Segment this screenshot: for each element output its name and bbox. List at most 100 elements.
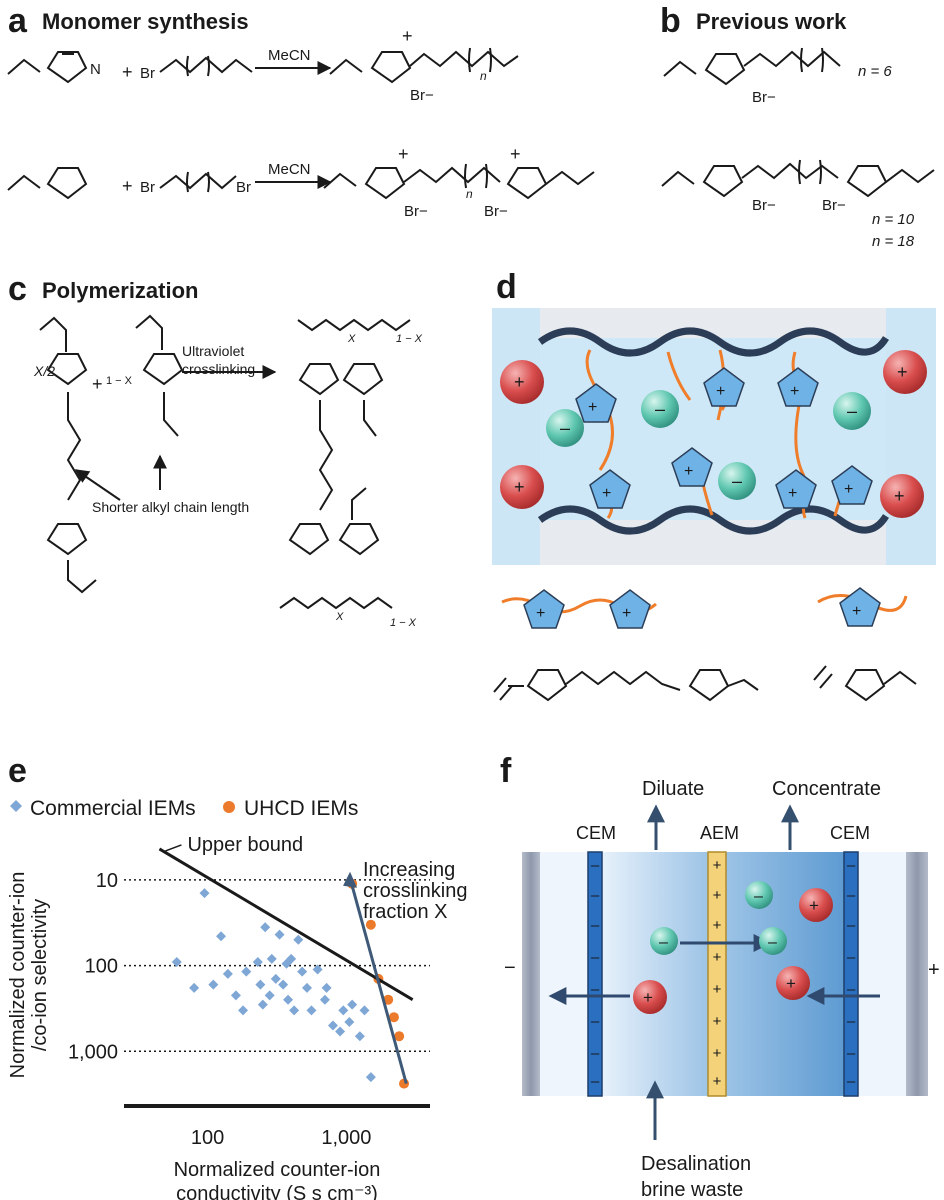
commercial-iem-point	[278, 979, 289, 990]
br-label-3: Br	[236, 179, 251, 196]
fixed-charge-minus: –	[847, 1013, 856, 1030]
cation	[633, 980, 667, 1014]
cation-plus-2: +	[398, 144, 409, 164]
brine-label-1: Desalination	[641, 1153, 751, 1175]
x-half-label: X/2	[33, 363, 55, 379]
svg-text:–: –	[847, 401, 857, 421]
fixed-charge-plus: +	[713, 1045, 722, 1062]
commercial-iem-point	[274, 929, 285, 940]
cem-right-label: CEM	[830, 823, 870, 843]
fixed-charge-minus: –	[591, 1045, 600, 1062]
svg-text:+: +	[643, 988, 653, 1007]
legend-uhcd-marker	[223, 801, 235, 813]
panel-e-letter: e	[8, 752, 27, 790]
commercial-iem-point	[252, 957, 263, 968]
solvent-1: MeCN	[268, 47, 311, 64]
one-minus-x-top: 1 − X	[396, 333, 423, 345]
br-label-2: Br	[140, 179, 155, 196]
svg-text:–: –	[655, 399, 665, 419]
commercial-iem-point	[306, 1005, 317, 1016]
vinylimidazole-1	[7, 51, 88, 84]
counter-ion-3: Br−	[484, 203, 508, 220]
commercial-iem-point	[283, 994, 294, 1005]
fixed-charge-minus: –	[847, 887, 856, 904]
fixed-charge-minus: –	[847, 857, 856, 874]
fixed-charge-minus: –	[591, 857, 600, 874]
svg-text:+: +	[536, 605, 545, 622]
one-minus-x-label: 1 − X	[106, 375, 133, 387]
backbone-top	[537, 327, 889, 357]
crosslinker-legend: + +	[493, 589, 759, 702]
anion	[759, 927, 787, 955]
svg-text:+: +	[588, 399, 597, 416]
fixed-charge-plus: +	[713, 917, 722, 934]
commercial-iem-point	[171, 957, 182, 968]
fixed-charge-plus: +	[713, 887, 722, 904]
anion	[641, 390, 679, 428]
cem-left-membrane	[587, 851, 603, 1097]
commercial-iem-point	[270, 973, 281, 984]
diluate-compartment	[600, 852, 710, 1096]
legend-commercial-marker	[10, 800, 22, 812]
svg-text:+: +	[716, 383, 725, 400]
svg-text:–: –	[560, 418, 570, 438]
electrodialysis-cell: –+––+––+––+––+––+––+––+– + – – – + +	[522, 804, 928, 1140]
cation	[500, 360, 544, 404]
panel-a-title: Monomer synthesis	[42, 9, 249, 34]
plus-sign-c: +	[92, 374, 103, 394]
commercial-iem-point	[335, 1026, 346, 1037]
uv-line-1: Ultraviolet	[182, 343, 244, 359]
commercial-iem-point	[286, 953, 297, 964]
commercial-iem-point	[312, 964, 323, 975]
commercial-iem-point	[260, 922, 271, 933]
fixed-charge-plus: +	[713, 1073, 722, 1090]
diluate-label: Diluate	[642, 778, 704, 800]
y-tick-label: 10	[96, 870, 118, 892]
y-tick-label: 100	[85, 956, 118, 978]
svg-text:+: +	[514, 477, 525, 497]
commercial-iem-point	[297, 966, 308, 977]
fixed-charge-minus: –	[591, 887, 600, 904]
panel-b-labels: Br− n = 6 Br− Br− n = 10 n = 18	[752, 63, 915, 250]
previous-n6: n = 6	[858, 63, 892, 80]
cation	[880, 474, 924, 518]
panel-a-letter: a	[8, 2, 27, 40]
pentagon-cation: +	[831, 465, 873, 505]
x-tick-label: 1,000	[321, 1127, 371, 1149]
panel-b-monomer-2	[661, 159, 935, 198]
commercial-iem-point	[319, 994, 330, 1005]
arrow-label-line-2: crosslinking	[363, 880, 467, 902]
commercial-iem-point	[354, 1031, 365, 1042]
fixed-charge-minus: –	[591, 981, 600, 998]
repeat-n-1: n	[480, 69, 487, 83]
svg-text:+: +	[897, 362, 908, 382]
bromoalkane-1	[159, 55, 253, 77]
cation-plus-3: +	[510, 144, 521, 164]
commercial-iem-point	[347, 999, 358, 1010]
pentagon-cation: +	[671, 447, 713, 487]
uhcd-iem-point	[365, 919, 376, 930]
fixed-charge-minus: –	[591, 917, 600, 934]
panel-f-letter: f	[500, 752, 512, 790]
solvent-2: MeCN	[268, 161, 311, 178]
arrow-label-line-1: Increasing	[363, 859, 455, 881]
x-subscript-bottom: X	[335, 611, 344, 623]
x-axis-label-line-1: Normalized counter-ion	[174, 1159, 381, 1181]
cem-right-membrane	[843, 851, 859, 1097]
aem-label: AEM	[700, 823, 739, 843]
counter-ion-2: Br−	[404, 203, 428, 220]
anode-electrode	[906, 852, 928, 1096]
cation	[500, 465, 544, 509]
fixed-charge-minus: –	[847, 1073, 856, 1090]
backbone-bottom	[537, 505, 889, 535]
svg-text:+: +	[622, 605, 631, 622]
panel-c-title: Polymerization	[42, 278, 199, 303]
pentagon-cation: +	[589, 469, 631, 509]
y-axis-label-line-1: Normalized counter-ion	[7, 872, 29, 1079]
commercial-iem-point	[199, 888, 210, 899]
fixed-charge-minus: –	[591, 1013, 600, 1030]
uhcd-iem-point	[388, 1012, 399, 1023]
commercial-iem-point	[255, 979, 266, 990]
panel-d-letter: d	[496, 268, 517, 306]
fixed-charge-minus: –	[847, 949, 856, 966]
